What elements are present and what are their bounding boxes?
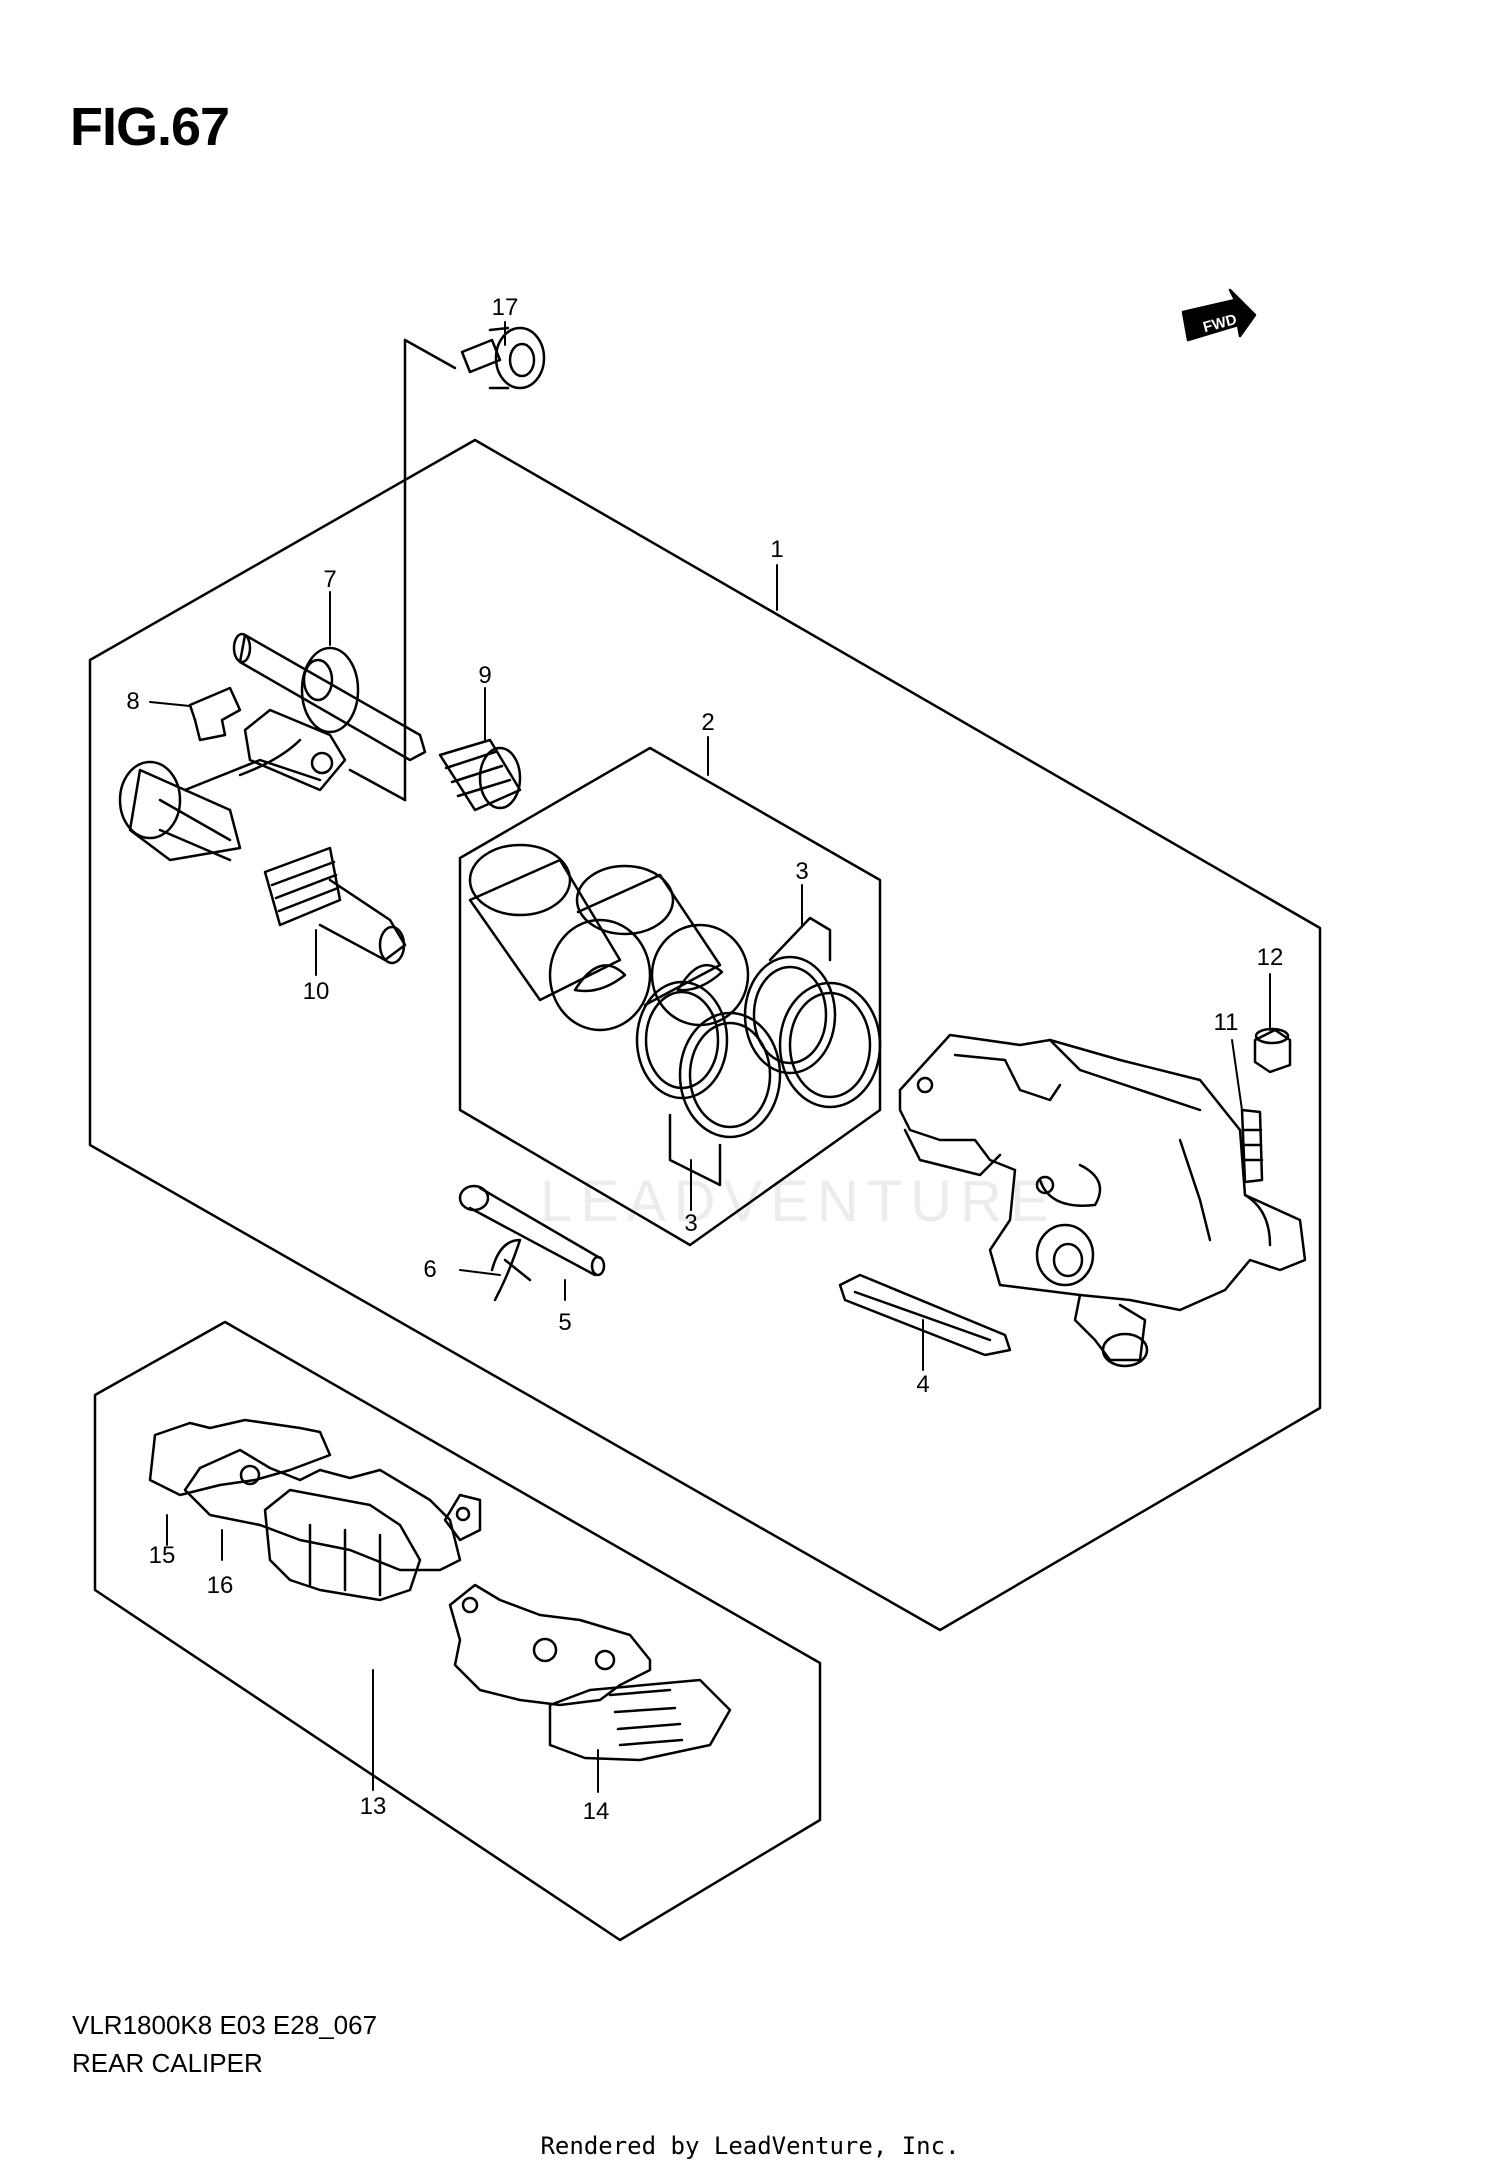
seal-3-part xyxy=(635,916,882,1187)
clip-8-part xyxy=(188,686,242,742)
callout-3a: 3 xyxy=(795,858,809,885)
callout-6: 6 xyxy=(423,1256,437,1283)
bolt-17-part xyxy=(460,326,546,390)
model-code: VLR1800K8 E03 E28_067 xyxy=(72,2010,378,2040)
callout-12: 12 xyxy=(1256,944,1284,971)
callout-9: 9 xyxy=(478,662,492,689)
callout-5: 5 xyxy=(558,1309,572,1336)
watermark-text: LEADVENTURE xyxy=(540,1169,1057,1234)
callout-17: 17 xyxy=(491,294,519,321)
brake-pad-14-part xyxy=(448,1583,732,1762)
bleeder-cap-12-part xyxy=(1253,1027,1292,1074)
r-clip-6-part xyxy=(490,1238,532,1302)
pin-boot-10-part xyxy=(263,846,407,965)
bleeder-valve-11-part xyxy=(1240,1108,1264,1184)
callout-1: 1 xyxy=(770,536,784,563)
callout-14: 14 xyxy=(582,1798,610,1825)
brake-pad-15-16-part xyxy=(148,1418,482,1602)
assembly-frame-2 xyxy=(458,746,882,1247)
leader-lines xyxy=(149,321,1271,1793)
boot-9-part xyxy=(438,738,522,812)
shim-4-part xyxy=(838,1273,1012,1357)
dashed-reference-line xyxy=(348,338,457,802)
assembly-frame-1 xyxy=(88,438,1322,1632)
callout-7: 7 xyxy=(323,566,337,593)
callout-8: 8 xyxy=(126,688,140,715)
slide-pin-7-part xyxy=(232,632,427,792)
callout-10: 10 xyxy=(302,978,330,1005)
piston-2-part xyxy=(468,843,750,1032)
footer-credit: Rendered by LeadVenture, Inc. xyxy=(540,2132,960,2160)
callout-4: 4 xyxy=(916,1371,930,1398)
pad-pin-5-part xyxy=(458,1184,606,1277)
figure-caption: REAR CALIPER xyxy=(72,2048,263,2078)
caliper-body-part xyxy=(898,1033,1307,1368)
figure-title: FIG.67 xyxy=(70,97,230,157)
callout-11: 11 xyxy=(1213,1009,1239,1036)
callout-3b: 3 xyxy=(684,1210,698,1237)
assembly-frame-13 xyxy=(93,1320,822,1942)
callout-2: 2 xyxy=(701,709,715,736)
slide-pin-lower-part xyxy=(118,758,322,862)
forward-arrow-icon: FWD xyxy=(1181,288,1257,342)
callout-15: 15 xyxy=(148,1542,176,1569)
callout-13: 13 xyxy=(359,1793,387,1820)
callout-16: 16 xyxy=(206,1572,234,1599)
